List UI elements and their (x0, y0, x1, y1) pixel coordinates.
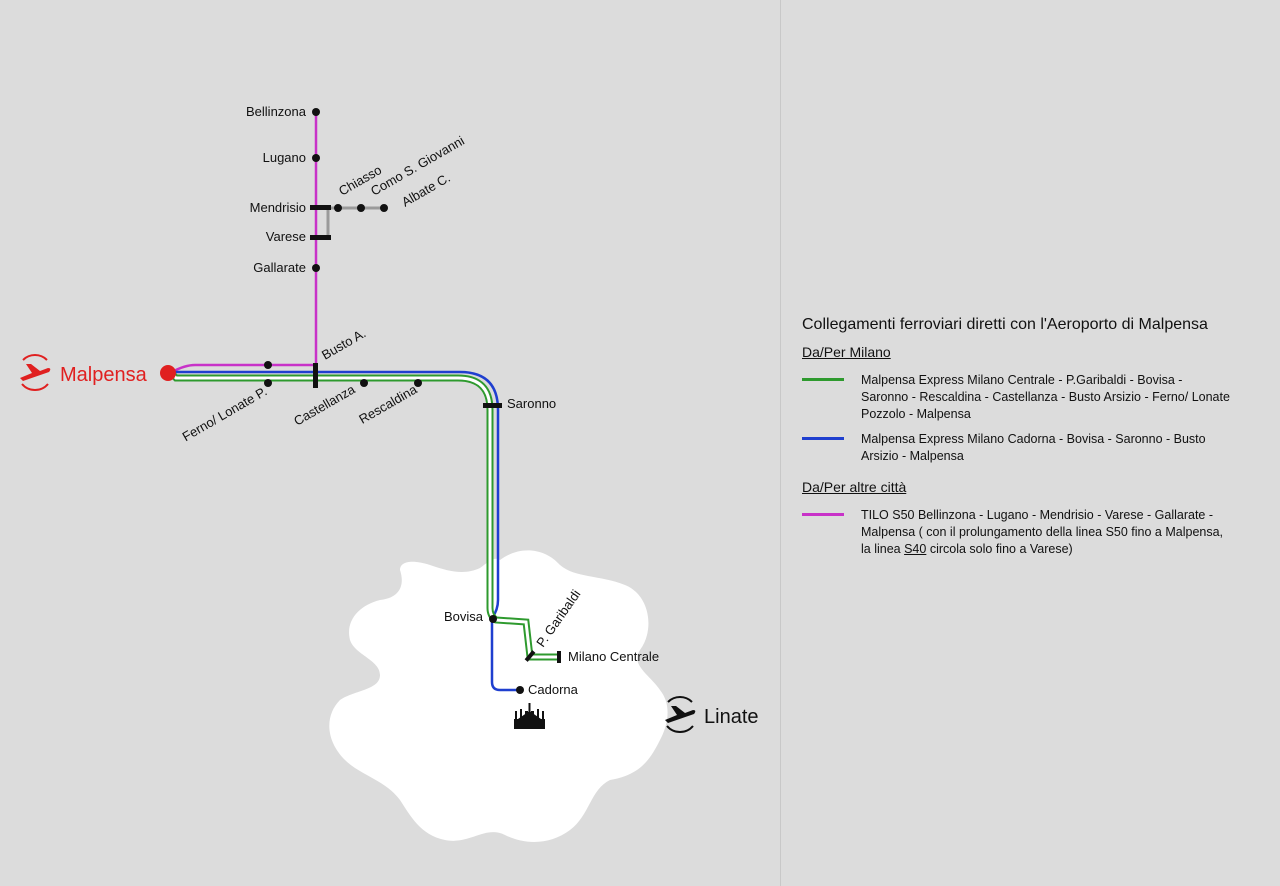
legend-text-tilo: TILO S50 Bellinzona - Lugano - Mendrisio… (861, 507, 1231, 558)
label-cadorna: Cadorna (528, 682, 579, 697)
label-ferno: Ferno/ Lonate P. (180, 384, 270, 445)
station-dot-castellanza[interactable] (360, 379, 368, 387)
station-dot-ferno[interactable] (264, 379, 272, 387)
railway-map: Malpensa Linate Bellinzona Lugano Mendri… (20, 104, 759, 842)
station-bar-saronno[interactable] (483, 403, 502, 408)
panel-divider (780, 0, 781, 886)
legend-section-altre: Da/Per altre città (802, 479, 907, 495)
label-varese: Varese (266, 229, 306, 244)
malpensa-label: Malpensa (60, 364, 148, 386)
station-dot-chiasso[interactable] (334, 204, 342, 212)
legend-text-cadorna: Malpensa Express Milano Cadorna - Bovisa… (861, 432, 1206, 463)
legend-text-tilo-b: circola solo fino a Varese) (926, 542, 1073, 556)
station-dot-cadorna[interactable] (516, 686, 524, 694)
linate-airplane-icon (665, 696, 696, 733)
legend-title: Collegamenti ferroviari diretti con l'Ae… (802, 316, 1208, 333)
label-saronno: Saronno (507, 396, 556, 411)
legend-section-milano: Da/Per Milano (802, 344, 891, 360)
station-dot-ferno-upper[interactable] (264, 361, 272, 369)
linate-label: Linate (704, 706, 759, 728)
legend-item-cadorna: Malpensa Express Milano Cadorna - Bovisa… (802, 431, 1272, 465)
malpensa-airplane-icon (20, 354, 51, 391)
station-dot-gallarate[interactable] (312, 264, 320, 272)
label-bovisa: Bovisa (444, 609, 484, 624)
legend-text-centrale: Malpensa Express Milano Centrale - P.Gar… (861, 373, 1230, 421)
cathedral-icon (514, 703, 545, 729)
label-busto: Busto A. (319, 325, 368, 362)
station-markers (264, 108, 561, 694)
legend-item-centrale: Malpensa Express Milano Centrale - P.Gar… (802, 372, 1272, 423)
milan-city-area (329, 550, 668, 842)
grey-connection (316, 206, 384, 239)
legend-swatch-magenta (802, 513, 844, 516)
station-bar-busto[interactable] (313, 363, 318, 388)
malpensa-dot[interactable] (160, 365, 176, 381)
legend-text-tilo-s40: S40 (904, 542, 927, 556)
station-bar-mendrisio[interactable] (310, 205, 331, 210)
label-rescaldina: Rescaldina (356, 381, 420, 427)
label-mendrisio: Mendrisio (250, 200, 306, 215)
station-dot-como[interactable] (357, 204, 365, 212)
station-bar-varese[interactable] (310, 235, 331, 240)
legend-panel: Collegamenti ferroviari diretti con l'Ae… (802, 316, 1272, 566)
station-bar-garibaldi[interactable] (524, 650, 536, 662)
label-gallarate: Gallarate (253, 260, 306, 275)
legend-swatch-green (802, 378, 844, 381)
station-bar-centrale[interactable] (557, 651, 561, 663)
malpensa-express-cadorna-line (172, 370, 520, 692)
label-bellinzona: Bellinzona (246, 104, 307, 119)
label-castellanza: Castellanza (291, 381, 358, 428)
station-dot-lugano[interactable] (312, 154, 320, 162)
legend-text-tilo-a: TILO S50 Bellinzona - Lugano - Mendrisio… (861, 508, 1224, 556)
label-centrale: Milano Centrale (568, 649, 659, 664)
label-lugano: Lugano (263, 150, 306, 165)
legend-swatch-blue (802, 437, 844, 440)
station-dot-bellinzona[interactable] (312, 108, 320, 116)
station-dot-rescaldina[interactable] (414, 379, 422, 387)
station-dot-albate[interactable] (380, 204, 388, 212)
legend-item-tilo: TILO S50 Bellinzona - Lugano - Mendrisio… (802, 507, 1272, 558)
station-dot-bovisa[interactable] (489, 615, 497, 623)
